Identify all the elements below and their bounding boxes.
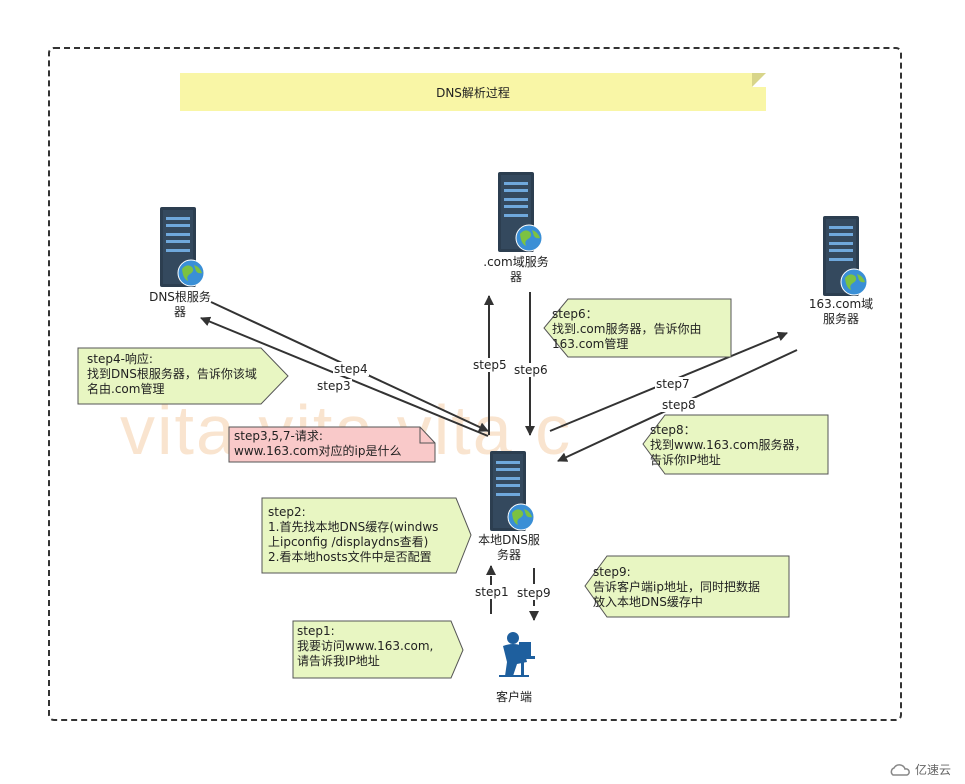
step5-label: step5 bbox=[472, 358, 508, 372]
step3-label: step3 bbox=[316, 379, 352, 393]
callout-step8-shape bbox=[642, 414, 829, 475]
root-server-label: DNS根服务 器 bbox=[149, 290, 211, 319]
title-note: DNS解析过程 bbox=[180, 73, 766, 111]
callout-step2-shape bbox=[261, 497, 472, 574]
callout-step6: step6： 找到.com服务器，告诉你由 163.com管理 bbox=[552, 307, 702, 351]
brand-logo-text: 亿速云 bbox=[914, 763, 951, 777]
arrow-step3 bbox=[200, 316, 489, 437]
step8-label: step8 bbox=[661, 398, 697, 412]
domain163-server-icon bbox=[822, 215, 868, 297]
diagram-title: DNS解析过程 bbox=[436, 85, 510, 100]
callout-step8: step8： 找到www.163.com服务器， 告诉你IP地址 bbox=[650, 423, 807, 467]
step6-label: step6 bbox=[513, 363, 549, 377]
callout-step357: step3,5,7-请求: www.163.com对应的ip是什么 bbox=[234, 429, 402, 458]
callout-step4-shape bbox=[77, 347, 289, 405]
step1-label: step1 bbox=[474, 585, 510, 599]
diagram-frame bbox=[48, 47, 902, 721]
callout-step1: step1: 我要访问www.163.com, 请告诉我IP地址 bbox=[297, 624, 434, 668]
callout-step6-shape bbox=[543, 298, 732, 358]
client-label: 客户端 bbox=[495, 690, 532, 704]
callout-step9-shape bbox=[584, 555, 790, 618]
local-dns-server-icon bbox=[489, 450, 535, 532]
brand-logo: 亿速云 bbox=[889, 761, 951, 778]
step4-label: step4 bbox=[333, 362, 369, 376]
callout-step357-shape bbox=[228, 426, 436, 463]
step7-label: step7 bbox=[655, 377, 691, 391]
note-fold bbox=[752, 73, 766, 87]
step9-label: step9 bbox=[516, 586, 552, 600]
callout-step1-shape bbox=[292, 620, 464, 679]
root-server-icon bbox=[159, 206, 205, 288]
callout-step4: step4-响应: 找到DNS根服务器，告诉你该域 名由.com管理 bbox=[87, 352, 257, 396]
com-server-icon bbox=[497, 171, 543, 253]
com-server-label: .com域服务 器 bbox=[483, 255, 549, 284]
client-icon bbox=[499, 632, 535, 677]
cloud-icon bbox=[890, 763, 910, 776]
callout-step9: step9: 告诉客户端ip地址，同时把数据 放入本地DNS缓存中 bbox=[593, 565, 760, 609]
domain163-server-label: 163.com域 服务器 bbox=[808, 297, 874, 326]
callout-step2: step2: 1.首先找本地DNS缓存(windws 上ipconfig /di… bbox=[268, 505, 439, 564]
local-dns-server-label: 本地DNS服 务器 bbox=[478, 533, 540, 562]
